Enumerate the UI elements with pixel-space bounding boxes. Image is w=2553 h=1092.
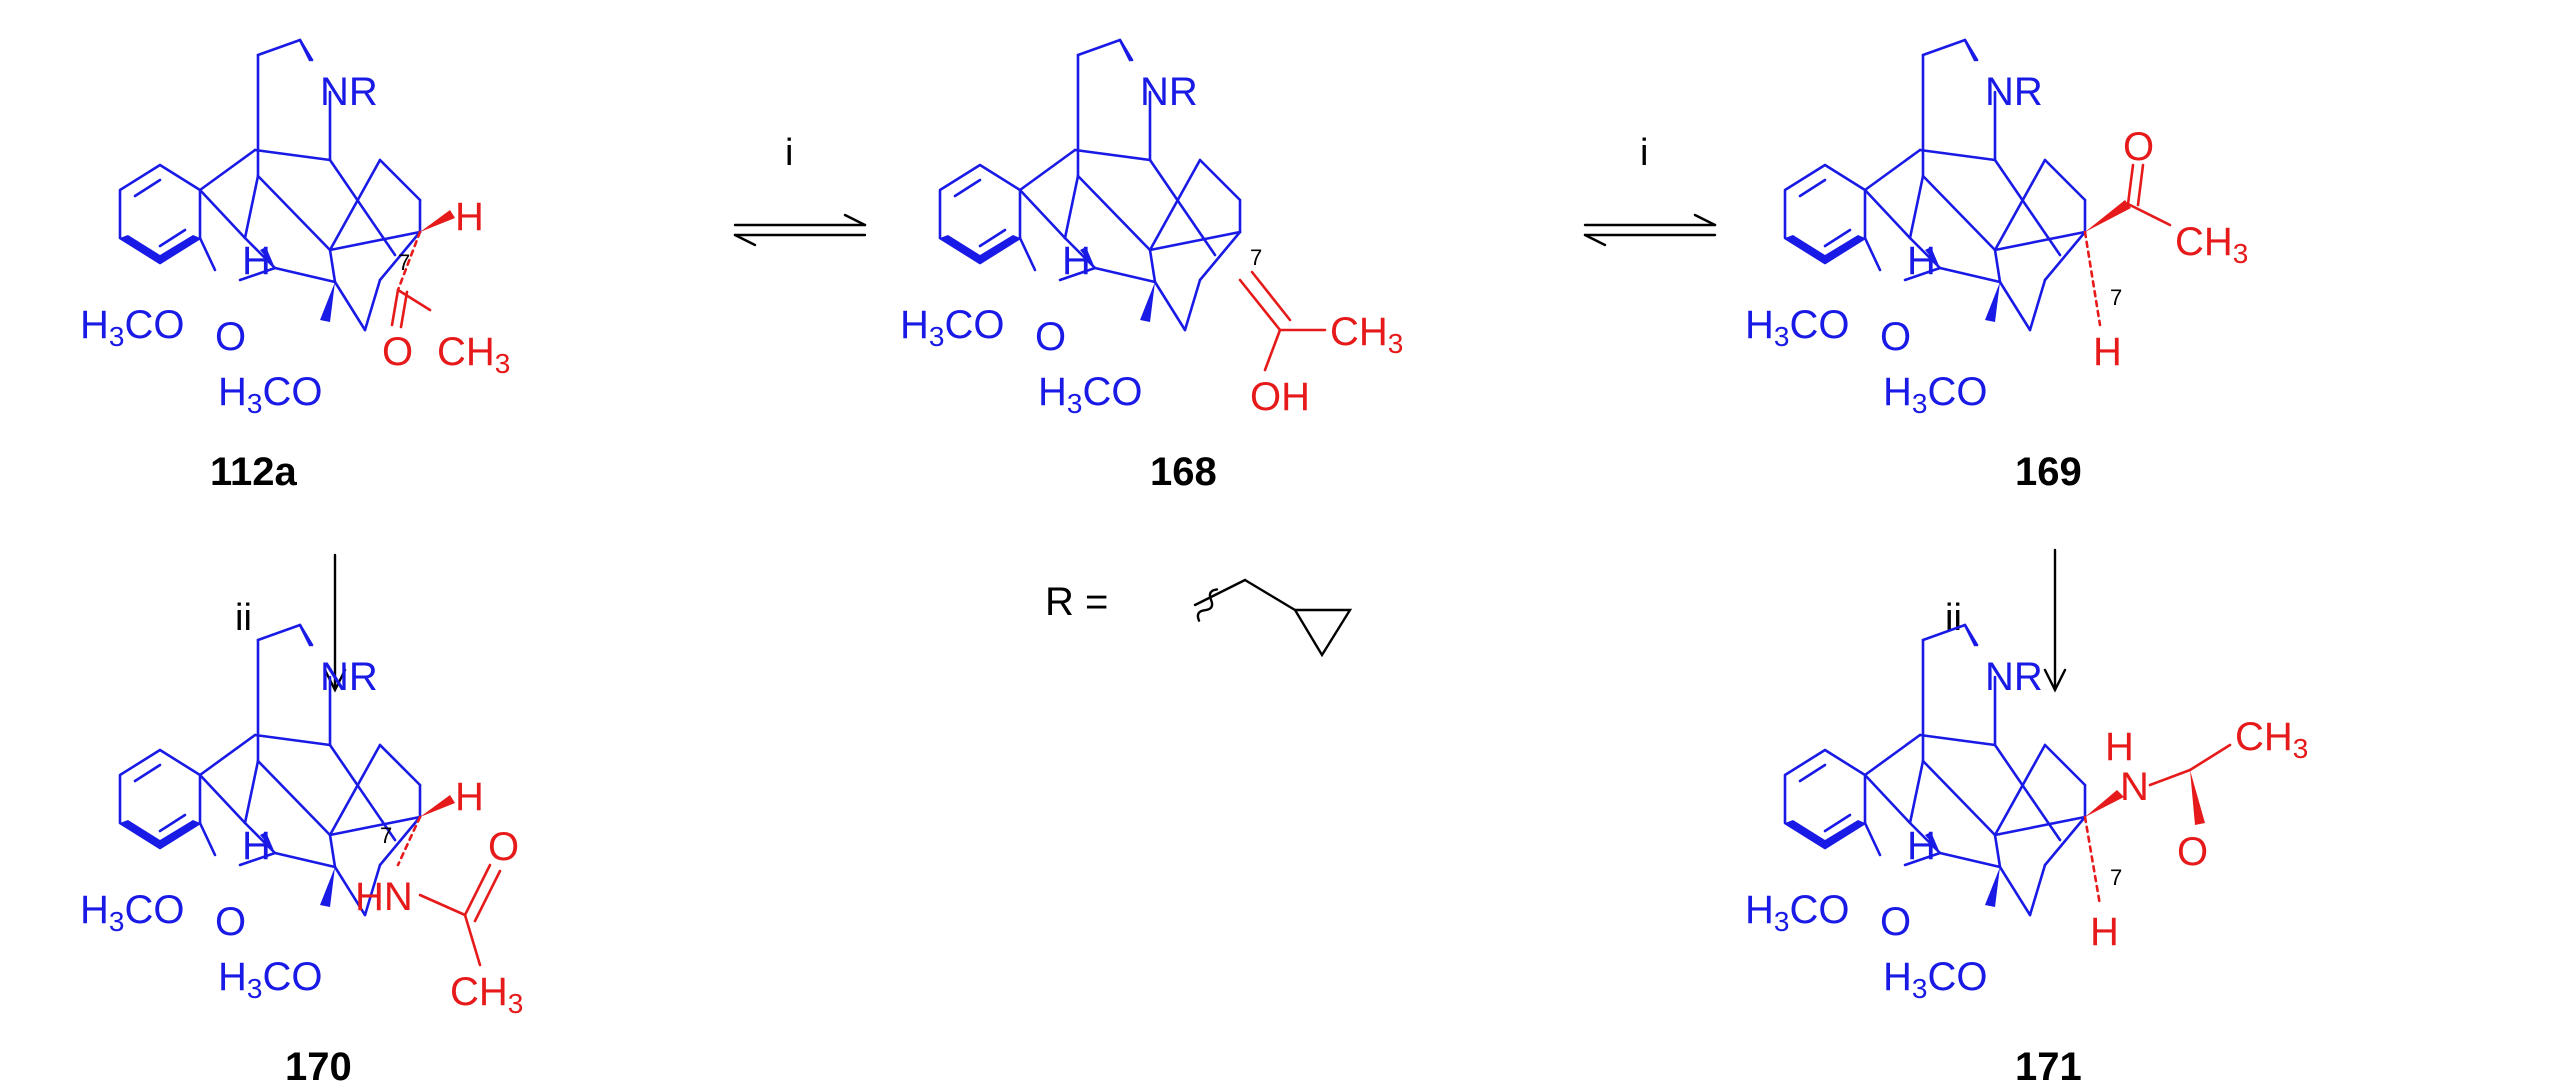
h3co-aromatic-label: H3CO [900,303,1004,352]
h7-label: H [2093,330,2122,374]
o-bridge-label: O [215,315,246,359]
condition-ii-1: ii [235,597,252,639]
compound-label-168: 168 [1150,450,1217,494]
o-bridge-label: O [1880,315,1911,359]
c7-label: 7 [1250,245,1262,270]
compound-label-112a: 112a [210,450,298,494]
compound-label-169: 169 [2015,450,2082,494]
ch3-label: CH3 [2175,220,2248,269]
h7-label: H [455,775,484,819]
h-amide-label: H [2105,725,2134,769]
compound-169: NR H3CO O H H3CO O CH3 H 7 169 [1745,38,2248,494]
compound-171: NR H3CO O H H3CO H N CH3 O H 7 171 [1745,623,2308,1089]
carbonyl-o-label: O [2177,830,2208,874]
compound-label-170: 170 [285,1045,352,1089]
o-bridge-label: O [1035,315,1066,359]
h3co-c6-label: H3CO [218,955,322,1004]
h5-label: H [1907,239,1936,283]
nr-label: NR [1985,70,2043,114]
compound-label-171: 171 [2015,1045,2082,1089]
r-equals-label: R = [1045,580,1108,624]
compound-170: NR H3CO O H H3CO H 7 HN O CH3 170 [80,623,523,1089]
c7-label: 7 [398,250,410,275]
ch3-label: CH3 [1330,310,1403,359]
condition-ii-2: ii [1945,597,1962,639]
condition-i-2: i [1640,132,1648,174]
equilibrium-arrow-1: i [733,132,867,247]
c7-label: 7 [2110,865,2122,890]
h7-label: H [455,195,484,239]
equilibrium-arrow-2: i [1583,132,1717,247]
o-bridge-label: O [1880,900,1911,944]
h5-label: H [1062,239,1091,283]
carbonyl-o-label: O [488,825,519,869]
carbonyl-o-label: O [2123,125,2154,169]
nr-label: NR [1140,70,1198,114]
hn-label: HN [355,875,413,919]
h3co-c6-label: H3CO [1883,370,1987,419]
compound-112a: NR H3CO O H H3CO H 7 O CH3 112a [80,38,510,494]
ch3-label: CH3 [437,330,510,379]
r-group-definition: R = [1045,578,1353,658]
ch3-label: CH3 [2235,715,2308,764]
n-label: N [2120,765,2149,809]
h5-label: H [242,239,271,283]
h3co-c6-label: H3CO [1038,370,1142,419]
nr-label: NR [1985,655,2043,699]
h3co-aromatic-label: H3CO [1745,888,1849,937]
ch3-label: CH3 [450,970,523,1019]
c7-label: 7 [2110,285,2122,310]
h7-label: H [2090,910,2119,954]
h3co-c6-label: H3CO [218,370,322,419]
condition-i-1: i [785,132,793,174]
nr-label: NR [320,655,378,699]
h5-label: H [1907,824,1936,868]
oh-label: OH [1250,375,1310,419]
h3co-aromatic-label: H3CO [80,888,184,937]
compound-168: NR H3CO O H H3CO 7 OH CH3 168 [900,38,1403,494]
nr-label: NR [320,70,378,114]
h5-label: H [242,824,271,868]
h3co-aromatic-label: H3CO [80,303,184,352]
c7-label: 7 [380,823,392,848]
reaction-arrow-ii-left: ii [235,553,347,693]
o-bridge-label: O [215,900,246,944]
h3co-aromatic-label: H3CO [1745,303,1849,352]
h3co-c6-label: H3CO [1883,955,1987,1004]
carbonyl-o-label: O [382,330,413,374]
